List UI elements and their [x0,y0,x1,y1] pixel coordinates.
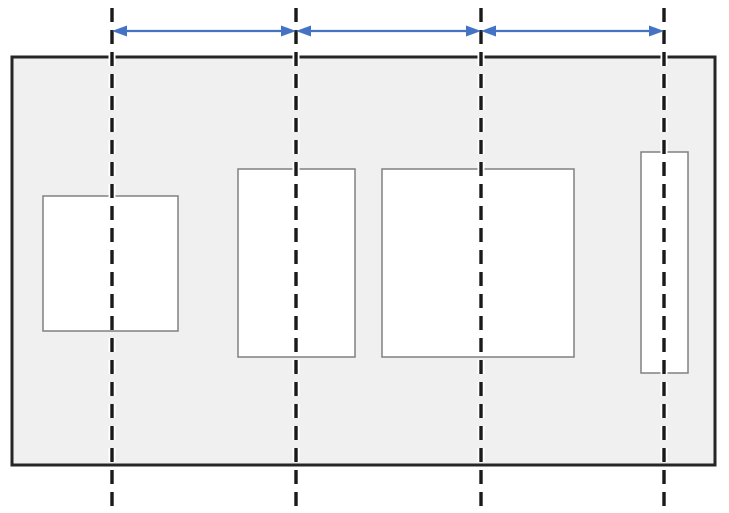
dimension-span-3-arrowhead-right [649,25,664,37]
dimension-span-3-arrowhead-left [481,25,496,37]
dimension-span-1-arrowhead-right [281,25,296,37]
dimension-span-1 [112,25,296,37]
dimension-span-2-arrowhead-left [296,25,311,37]
dimension-span-2 [296,25,481,37]
dimension-span-3 [481,25,664,37]
datum-lines-group [108,8,668,506]
dimension-span-1-arrowhead-left [112,25,127,37]
dimension-span-2-arrowhead-right [466,25,481,37]
dimension-lines-group [112,25,664,37]
